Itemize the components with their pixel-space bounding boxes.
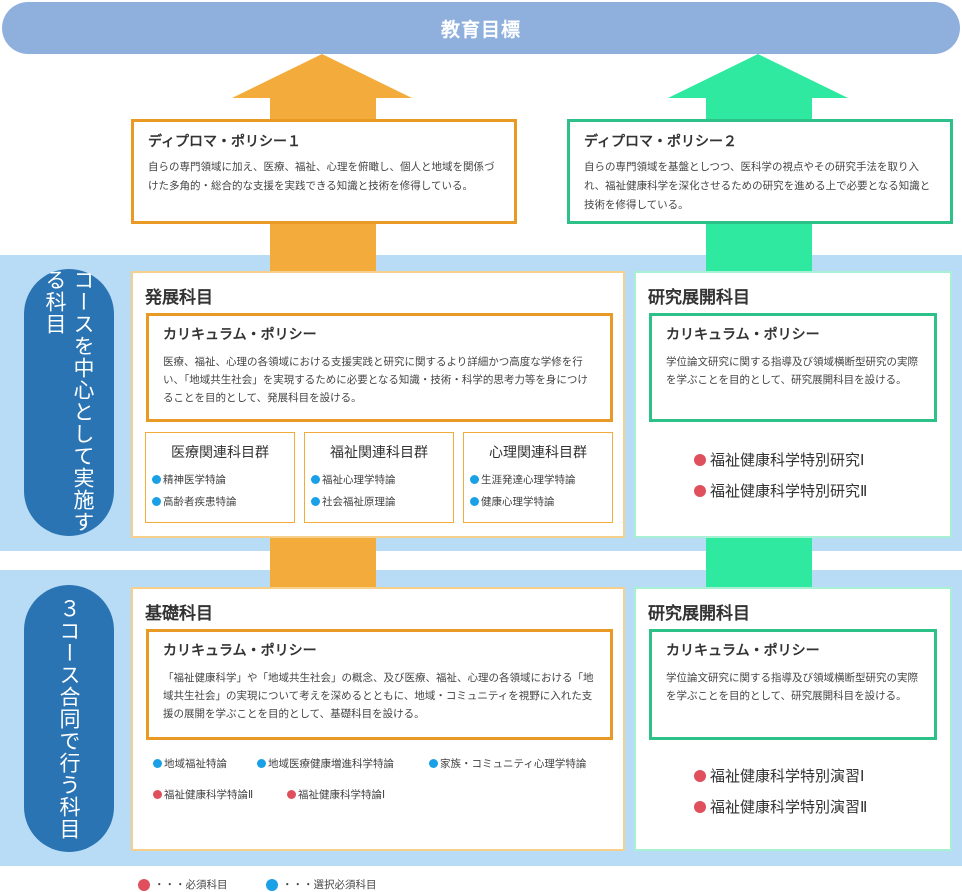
banner-title: 教育目標	[440, 18, 521, 41]
required-dot-icon	[694, 800, 706, 813]
legend-required-label: ・・・必須科目	[154, 879, 228, 891]
elective-dot-icon	[153, 759, 162, 768]
vertical-label-upper: コースを中心として実施する科目	[24, 269, 114, 536]
list-item: 地域福祉特論	[153, 756, 227, 771]
list-item: 高齢者疾患特論	[152, 490, 294, 512]
green-arrow-head	[668, 54, 848, 98]
elective-dot-icon	[311, 474, 320, 484]
diploma-policy-1-text: 自らの専門領域に加え、医療、福祉、心理を俯瞰し、個人と地域を関係づけた多角的・総…	[148, 161, 495, 192]
green-arrow-connector	[706, 537, 812, 588]
course-name: 福祉健康科学特別演習Ⅱ	[710, 798, 868, 816]
kiso-cp-title: カリキュラム・ポリシー	[163, 643, 317, 659]
course-name: 福祉健康科学特別演習Ⅰ	[710, 767, 865, 785]
required-dot-icon	[694, 484, 706, 497]
group-medical: 医療関連科目群 精神医学特論 高齢者疾患特論	[145, 432, 295, 523]
course-name: 福祉健康科学特論Ⅰ	[298, 789, 386, 801]
required-dot-icon	[138, 878, 150, 891]
list-item: 福祉健康科学特別研究Ⅰ	[694, 449, 864, 470]
kiso-cp-text: 「福祉健康科学」や「地域共生社会」の概念、及び医療、福祉、心理の各領域における「…	[163, 672, 594, 720]
list-item: 地域医療健康増進科学特論	[257, 756, 394, 771]
diploma-policy-1: ディプロマ・ポリシー１ 自らの専門領域に加え、医療、福祉、心理を俯瞰し、個人と地…	[131, 119, 517, 224]
kenkyu-panel-lower: 研究展開科目 カリキュラム・ポリシー 学位論文研究に関する指導及び領域横断型研究…	[634, 587, 952, 851]
required-dot-icon	[694, 453, 706, 466]
group-welfare-title: 福祉関連科目群	[330, 445, 428, 461]
orange-arrow-head	[232, 54, 412, 98]
diploma-policy-2-title: ディプロマ・ポリシー２	[584, 134, 738, 150]
hatten-curriculum-policy: カリキュラム・ポリシー 医療、福祉、心理の各領域における支援実践と研究に関するよ…	[146, 313, 613, 422]
list-item: 福祉健康科学特別演習Ⅰ	[694, 765, 864, 786]
kenkyu-lower-cp-title: カリキュラム・ポリシー	[666, 643, 820, 659]
elective-dot-icon	[470, 474, 479, 484]
vertical-label-upper-text: コースを中心として実施する科目	[43, 269, 95, 533]
diploma-policy-2: ディプロマ・ポリシー２ 自らの専門領域を基盤としつつ、医科学の視点やその研究手法…	[567, 119, 953, 224]
list-item: 福祉心理学特論	[311, 468, 453, 490]
course-name: 精神医学特論	[163, 473, 226, 486]
required-dot-icon	[153, 790, 162, 799]
kiso-title: 基礎科目	[145, 604, 213, 624]
group-psychology: 心理関連科目群 生涯発達心理学特論 健康心理学特論	[463, 432, 613, 523]
elective-dot-icon	[311, 496, 320, 506]
list-item: 健康心理学特論	[470, 490, 612, 512]
group-psychology-title: 心理関連科目群	[489, 445, 587, 461]
list-item: 福祉健康科学特論Ⅰ	[287, 787, 385, 802]
legend-elective: ・・・選択必須科目	[266, 877, 377, 892]
list-item: 家族・コミュニティ心理学特論	[429, 756, 586, 771]
group-welfare: 福祉関連科目群 福祉心理学特論 社会福祉原理論	[304, 432, 454, 523]
course-name: 地域福祉特論	[164, 758, 227, 770]
elective-dot-icon	[257, 759, 266, 768]
required-dot-icon	[694, 769, 706, 782]
course-name: 家族・コミュニティ心理学特論	[440, 758, 587, 770]
orange-arrow-connector	[270, 537, 376, 588]
kiso-panel: 基礎科目 カリキュラム・ポリシー 「福祉健康科学」や「地域共生社会」の概念、及び…	[131, 587, 625, 851]
kenkyu-upper-curriculum-policy: カリキュラム・ポリシー 学位論文研究に関する指導及び領域横断型研究の実際を学ぶこ…	[649, 313, 937, 422]
elective-dot-icon	[152, 496, 161, 506]
course-name: 福祉健康科学特別研究Ⅰ	[710, 451, 865, 469]
elective-dot-icon	[152, 474, 161, 484]
legend-required: ・・・必須科目	[138, 877, 228, 892]
elective-dot-icon	[470, 496, 479, 506]
vertical-label-lower: ３コース合同で行う科目	[24, 585, 114, 852]
hatten-cp-text: 医療、福祉、心理の各領域における支援実践と研究に関するより詳細かつ高度な学修を行…	[163, 356, 588, 404]
kenkyu-upper-title: 研究展開科目	[648, 288, 750, 308]
diploma-policy-2-text: 自らの専門領域を基盤としつつ、医科学の視点やその研究手法を取り入れ、福祉健康科学…	[584, 161, 931, 211]
elective-dot-icon	[429, 759, 438, 768]
course-name: 福祉健康科学特論Ⅱ	[164, 789, 254, 801]
kenkyu-lower-curriculum-policy: カリキュラム・ポリシー 学位論文研究に関する指導及び領域横断型研究の実際を学ぶこ…	[649, 629, 937, 740]
hatten-panel: 発展科目 カリキュラム・ポリシー 医療、福祉、心理の各領域における支援実践と研究…	[131, 271, 625, 538]
course-name: 地域医療健康増進科学特論	[268, 758, 394, 770]
course-name: 福祉健康科学特別研究Ⅱ	[710, 482, 868, 500]
list-item: 精神医学特論	[152, 468, 294, 490]
required-dot-icon	[287, 790, 296, 799]
kenkyu-upper-cp-title: カリキュラム・ポリシー	[666, 327, 820, 343]
hatten-cp-title: カリキュラム・ポリシー	[163, 327, 317, 343]
course-name: 社会福祉原理論	[322, 495, 396, 508]
kenkyu-upper-cp-text: 学位論文研究に関する指導及び領域横断型研究の実際を学ぶことを目的として、研究展開…	[666, 356, 918, 386]
course-name: 健康心理学特論	[481, 495, 555, 508]
diploma-policy-1-title: ディプロマ・ポリシー１	[148, 134, 302, 150]
course-name: 生涯発達心理学特論	[481, 473, 576, 486]
list-item: 福祉健康科学特論Ⅱ	[153, 787, 253, 802]
kenkyu-lower-title: 研究展開科目	[648, 604, 750, 624]
kenkyu-lower-cp-text: 学位論文研究に関する指導及び領域横断型研究の実際を学ぶことを目的として、研究展開…	[666, 672, 918, 702]
vertical-label-lower-text: ３コース合同で行う科目	[57, 597, 81, 840]
list-item: 社会福祉原理論	[311, 490, 453, 512]
education-goal-banner: 教育目標	[2, 2, 960, 54]
list-item: 福祉健康科学特別研究Ⅱ	[694, 480, 867, 501]
list-item: 生涯発達心理学特論	[470, 468, 612, 490]
group-medical-title: 医療関連科目群	[171, 445, 269, 461]
course-name: 高齢者疾患特論	[163, 495, 237, 508]
kiso-curriculum-policy: カリキュラム・ポリシー 「福祉健康科学」や「地域共生社会」の概念、及び医療、福祉…	[146, 629, 613, 740]
course-name: 福祉心理学特論	[322, 473, 396, 486]
hatten-title: 発展科目	[145, 288, 213, 308]
elective-dot-icon	[266, 878, 278, 891]
legend-elective-label: ・・・選択必須科目	[282, 879, 377, 891]
kenkyu-panel-upper: 研究展開科目 カリキュラム・ポリシー 学位論文研究に関する指導及び領域横断型研究…	[634, 271, 952, 538]
list-item: 福祉健康科学特別演習Ⅱ	[694, 796, 867, 817]
